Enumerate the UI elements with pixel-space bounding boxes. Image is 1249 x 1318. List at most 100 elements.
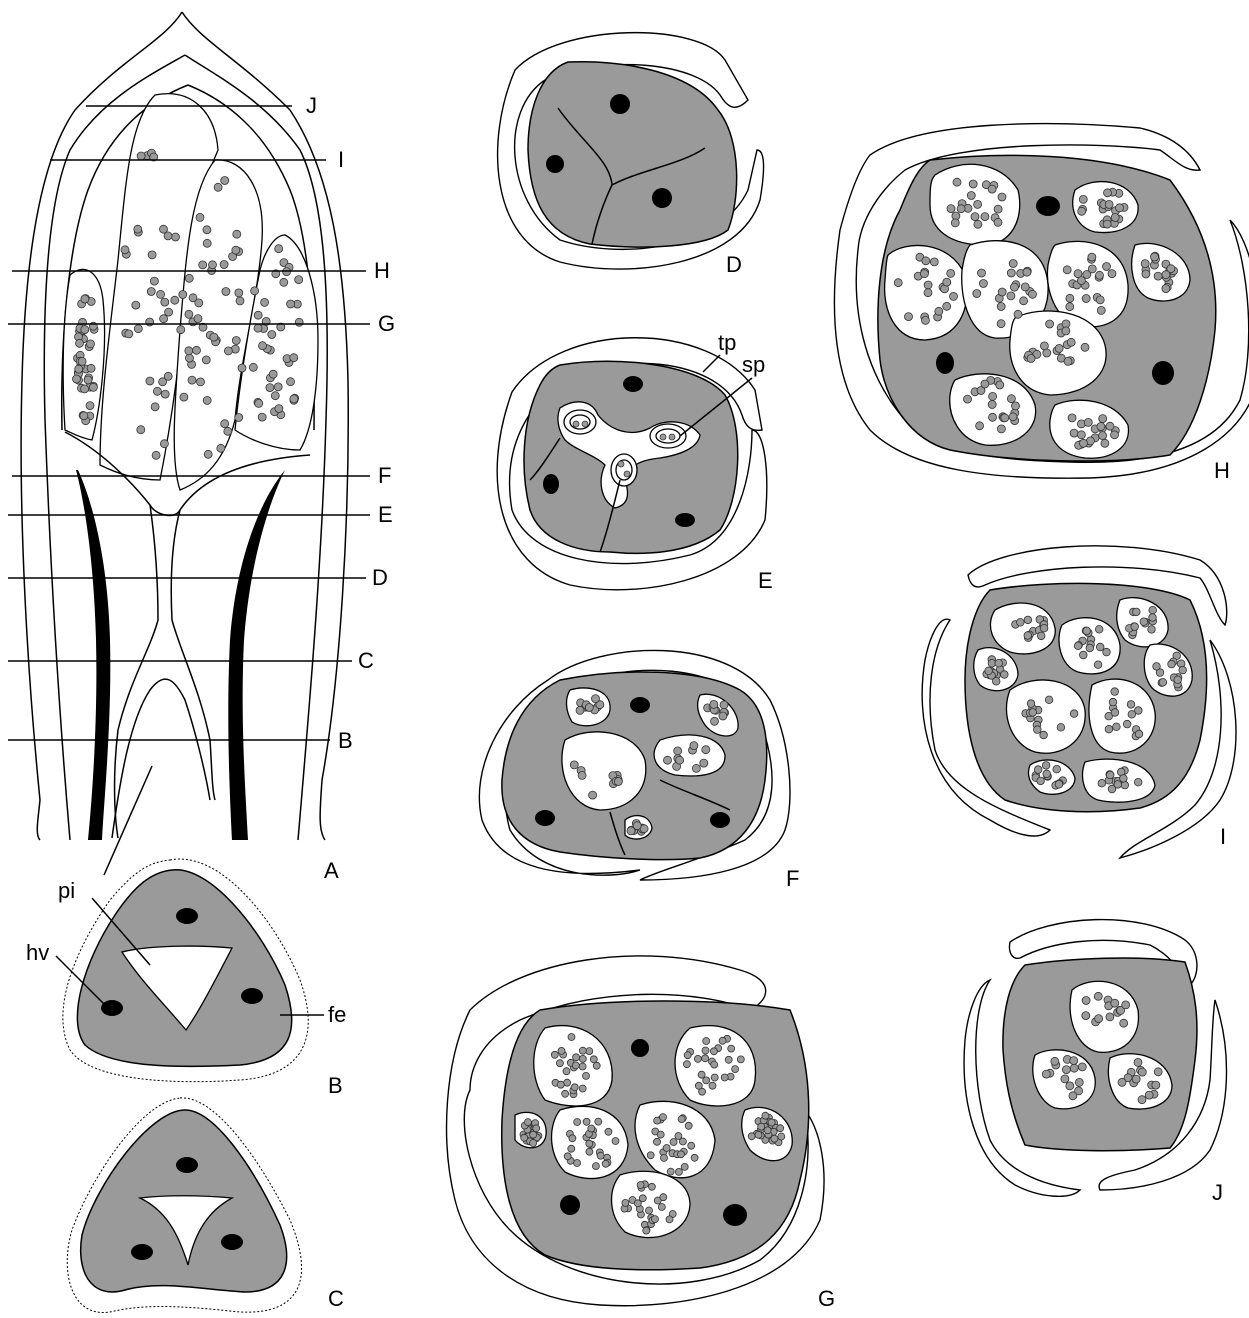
pollen-grain [1132,1075,1140,1083]
pollen-grain [719,712,727,720]
pollen-grain [180,393,188,401]
pollen-grain [605,1128,612,1135]
pollen-grain [690,742,698,750]
pollen-grain [614,778,622,786]
pollen-grain [1141,260,1149,268]
label-sp: sp [742,352,765,377]
pollen-grain [86,402,94,410]
theca-f-4 [654,735,725,776]
pollen-grain [568,1034,575,1041]
pollen-grain [1063,266,1071,274]
pollen-grain [165,308,173,316]
pollen-grain [1148,626,1156,634]
pollen-grain [1027,700,1035,708]
pollen-grain [678,1151,685,1158]
pollen-grain [1120,775,1128,783]
pollen-grain [274,383,282,391]
pollen-grain [586,1048,593,1055]
pollen-grain [195,299,203,307]
pollen-grain [978,269,986,277]
pollen-grain [720,701,728,709]
pollen-grain [1067,338,1075,346]
pollen-grain [974,220,982,228]
pollen-grain [905,313,913,321]
pollen-grain [161,390,169,398]
pollen-grain [634,1200,641,1207]
pollen-grain [1109,698,1117,706]
pollen-grain [778,1133,785,1140]
pollen-grain [1149,614,1157,622]
pollen-grain [1104,189,1112,197]
pollen-grain [1134,1058,1142,1066]
pollen-grain [221,420,229,428]
pollen-grain [203,239,211,247]
pollen-grain [1034,726,1042,734]
pollen-grain [1179,666,1187,674]
pollen-grain [996,381,1004,389]
panel-label-d: D [726,252,742,277]
pollen-grain [1077,431,1085,439]
pollen-grain [1064,357,1072,365]
pollen-grain [290,395,298,403]
pollen-grain [1159,679,1167,687]
pollen-grain [557,1081,564,1088]
pollen-grain [922,257,930,265]
pollen-grain [254,311,262,319]
pollen-grain [571,1084,578,1091]
pollen-grain [924,281,932,289]
pollen-grain [979,280,987,288]
pollen-grain [275,405,283,413]
pollen-grain [688,1142,695,1149]
pollen-grain [1103,220,1111,228]
pollen-grain [702,746,710,754]
pollen-grain [702,1047,709,1054]
pollen-grain [121,246,129,254]
pollen-grain [670,1139,677,1146]
pollen-grain [78,357,86,365]
panel-a-longitudinal-view: J I H G F E D C B A [8,12,395,883]
pollen-grain [1024,616,1032,624]
pollen-grain [1037,632,1045,640]
pollen-grain [957,205,965,213]
pollen-grain [134,325,142,333]
pollen-grain [583,1072,590,1079]
pollen-grain [1080,651,1088,659]
pollen-grain [654,1138,661,1145]
pollen-grain [1094,661,1102,669]
pollen-grain [685,1122,692,1129]
panel-c-cross-section: C [67,1098,344,1313]
pollen-grain [1103,263,1111,271]
pollen-grain [1154,1068,1162,1076]
pollen-grain [1097,423,1105,431]
pollen-grain [1095,626,1103,634]
pollen-grain [1009,413,1017,421]
panel-d-tissue [528,62,737,247]
pollen-grain [157,290,165,298]
pollen-grain [574,1160,581,1167]
pollen-grain [258,413,266,421]
pollen-grain [612,1138,619,1145]
vein-f-right [710,812,730,828]
pollen-grain [1135,730,1143,738]
pollen-grain [994,218,1002,226]
pollen-grain [185,274,193,282]
pollen-grain [269,370,277,378]
pollen-grain [1069,1092,1077,1100]
pollen-grain [924,289,932,297]
pollen-grain [287,378,295,386]
pollen-grain [214,183,222,191]
pollen-grain [1120,1019,1128,1027]
pollen-grain [266,384,274,392]
pollen-grain [994,205,1002,213]
pollen-grain [1001,414,1009,422]
pollen-grain [199,261,207,269]
pollen-grain [1151,253,1159,261]
pollen-grain [976,422,984,430]
panel-g-cross-section: G [447,956,836,1311]
pollen-grain [758,1123,765,1130]
pollen-grain [1079,195,1087,203]
pollen-grain [172,233,180,241]
ovary-inner [112,679,210,838]
pollen-grain [953,178,961,186]
